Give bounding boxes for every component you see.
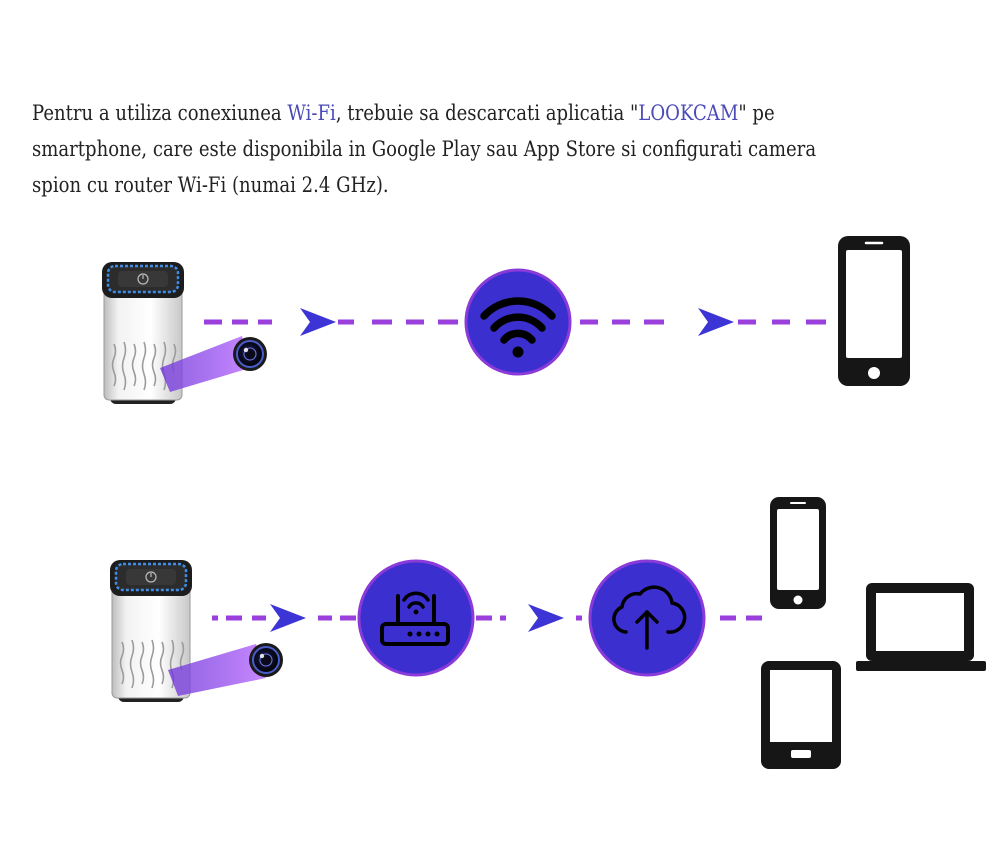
camera-device-row1 (100, 260, 268, 406)
intro-text: Pentru a utiliza conexiunea Wi-Fi, trebu… (32, 96, 822, 204)
intro-part3: " pe smartphone, care este disponibila i… (32, 101, 817, 198)
arrow-right-icon (698, 308, 734, 336)
intro-part1: Pentru a utiliza conexiunea (32, 101, 288, 126)
intro-wifi: Wi-Fi (287, 101, 336, 126)
laptop-icon (856, 583, 986, 671)
arrow-right-icon (270, 604, 306, 632)
router-icon (357, 559, 475, 677)
cloud-upload-icon (588, 559, 706, 677)
arrow-right-icon (528, 604, 564, 632)
tablet-icon (761, 661, 841, 769)
camera-device-row2 (108, 558, 284, 704)
intro-app: LOOKCAM (638, 101, 739, 126)
smartphone-icon (770, 497, 826, 609)
arrow-right-icon (300, 308, 336, 336)
wifi-icon (464, 268, 572, 376)
intro-part2: , trebuie sa descarcati aplicatia " (335, 101, 639, 126)
smartphone-icon (838, 236, 910, 386)
